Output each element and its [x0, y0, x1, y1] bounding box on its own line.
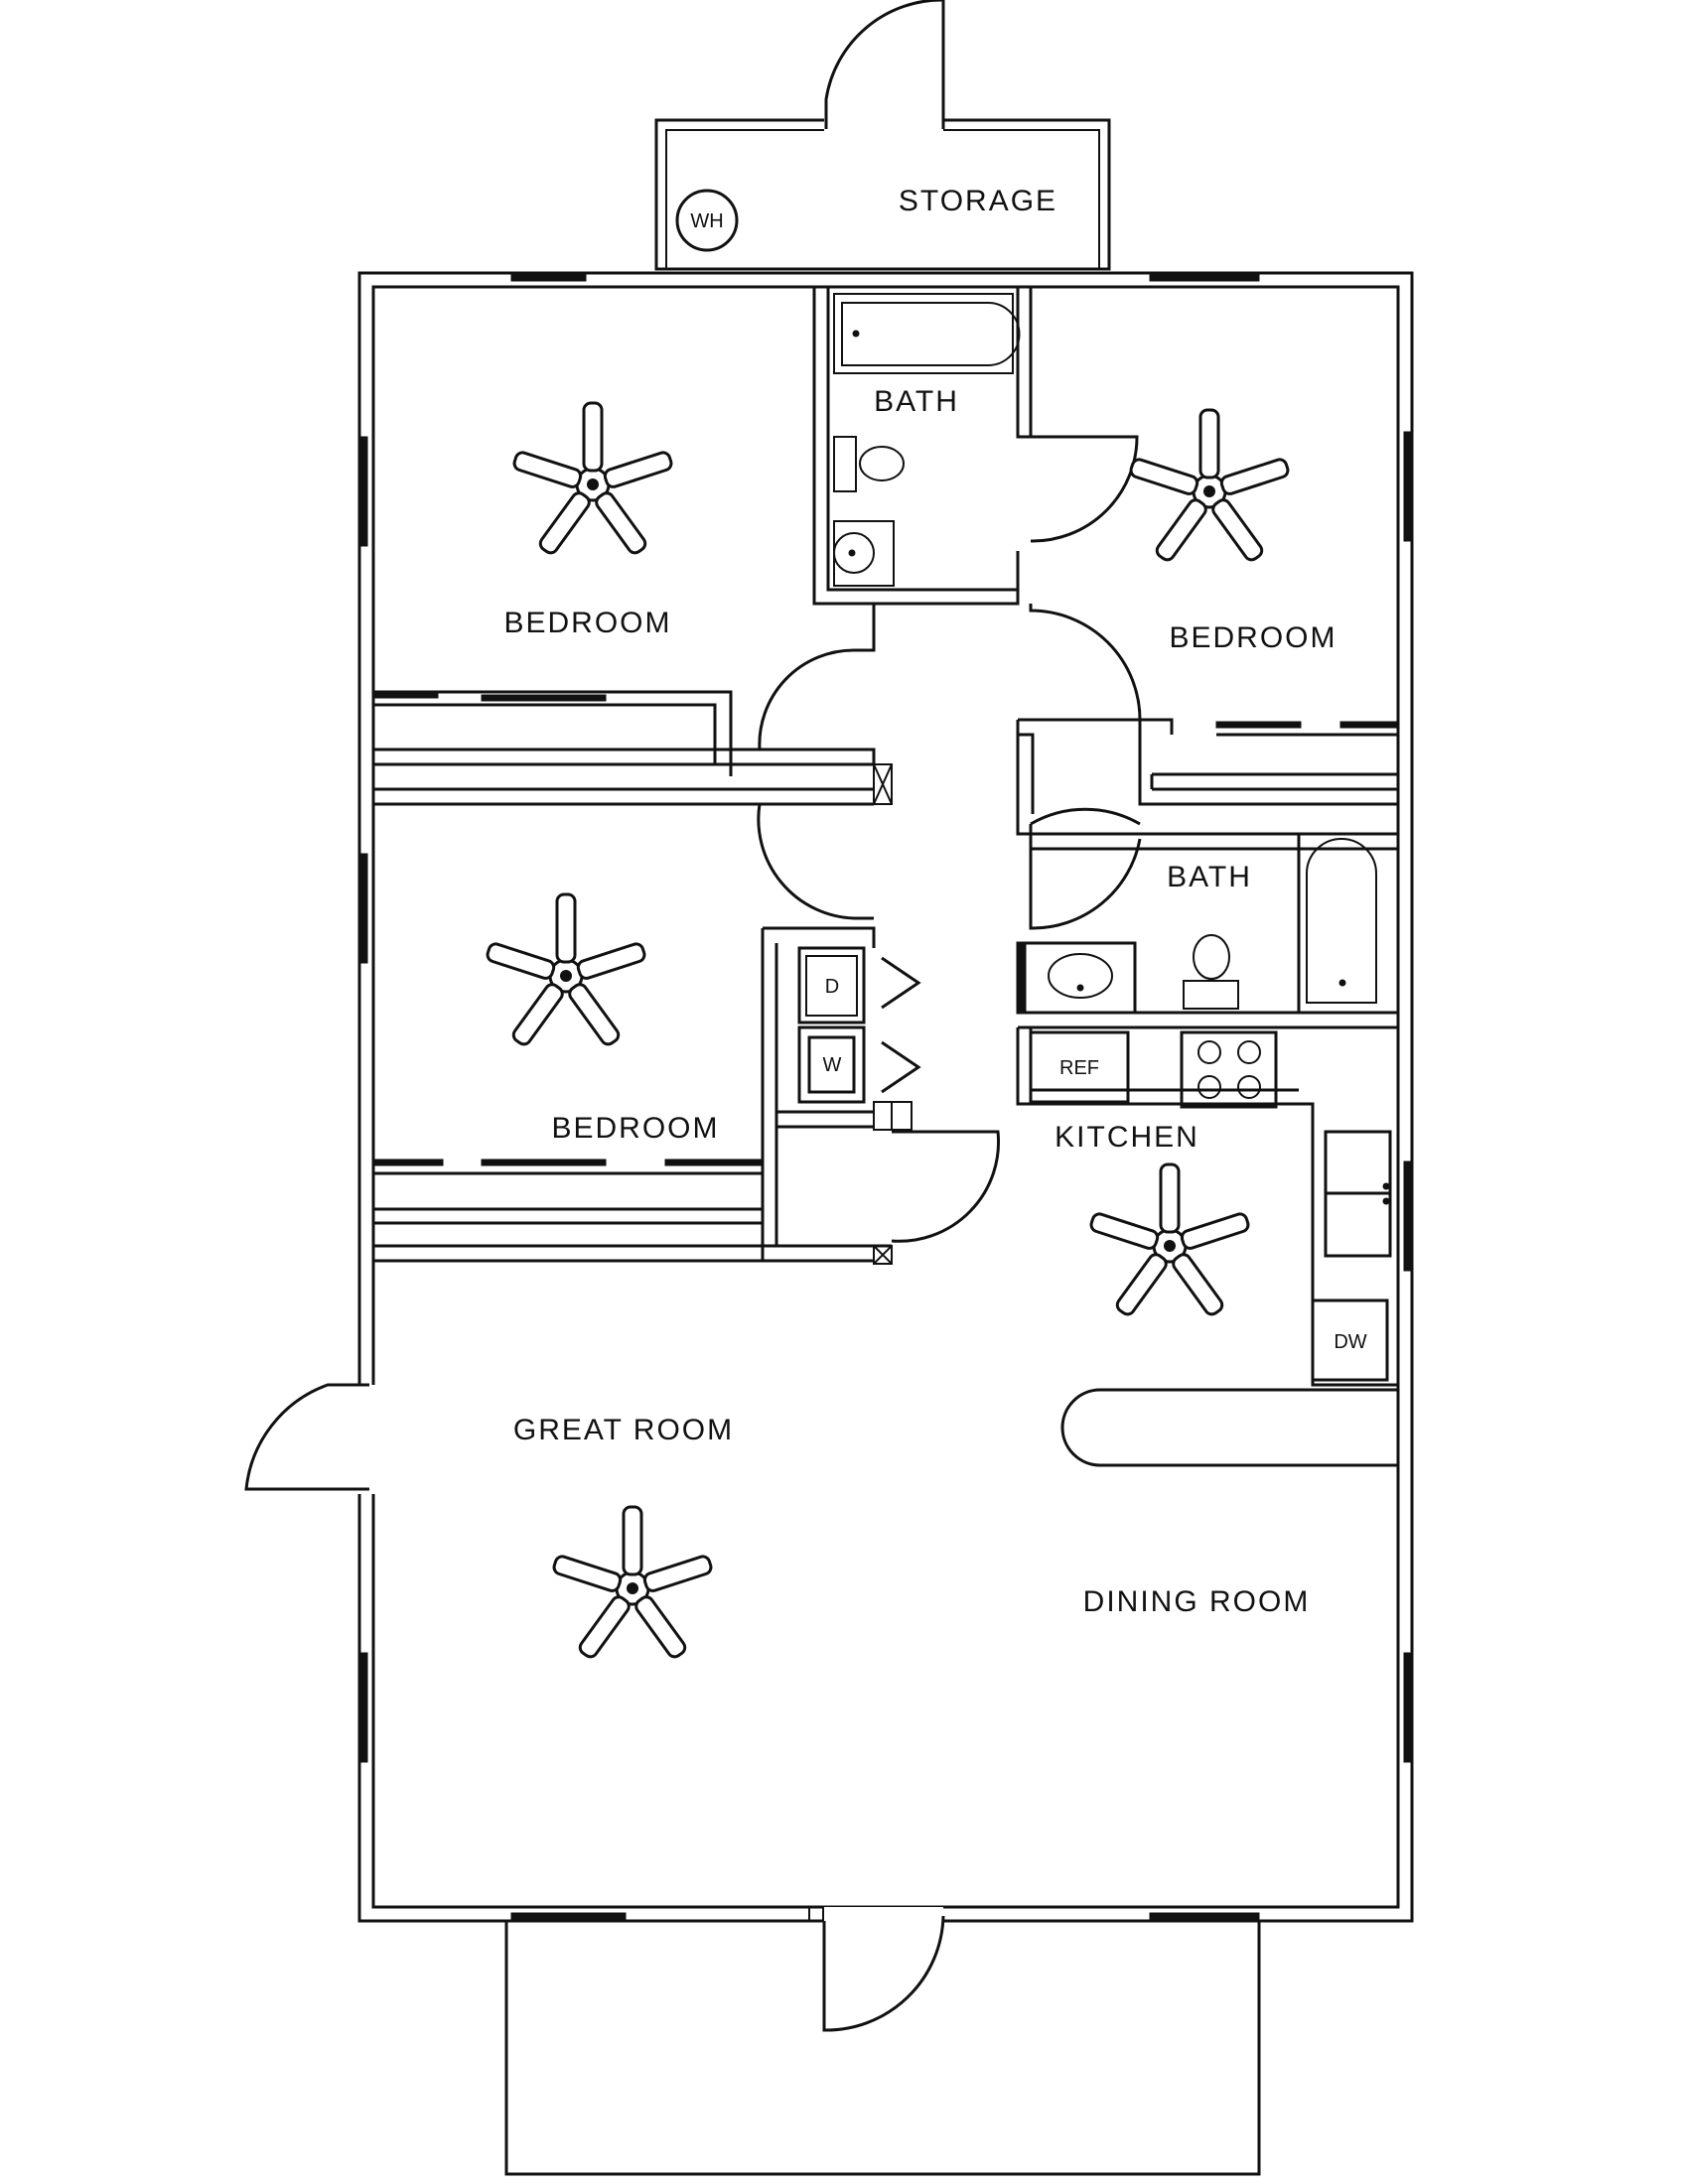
- closet-upper-right: [1016, 718, 1399, 836]
- kitchen-label: KITCHEN: [1055, 1121, 1199, 1154]
- storage-label: STORAGE: [899, 185, 1057, 217]
- laundry: D W: [761, 926, 1001, 1265]
- ceiling-fan-bedroom-upper-right: [1129, 410, 1290, 563]
- water-heater-label: WH: [690, 210, 723, 232]
- closet-upper-left: [372, 690, 876, 806]
- bedroom-upper-left-label: BEDROOM: [503, 607, 671, 639]
- dining-room-label: DINING ROOM: [1083, 1585, 1311, 1618]
- bedroom-lower-left-label: BEDROOM: [551, 1112, 719, 1145]
- hall-doors: [757, 604, 1142, 930]
- porch: [504, 1906, 1261, 2176]
- dishwasher-label: DW: [1334, 1331, 1366, 1353]
- great-room-label: GREAT ROOM: [513, 1414, 734, 1446]
- bath-lower-label: BATH: [1167, 861, 1252, 893]
- ceiling-fan-bedroom-lower-left: [486, 894, 646, 1047]
- ceiling-fan-great-room: [552, 1507, 713, 1660]
- bath-upper: BATH: [812, 287, 1139, 606]
- bedroom-upper-right-label: BEDROOM: [1169, 621, 1336, 654]
- bath-upper-label: BATH: [874, 385, 959, 418]
- refrigerator-label: REF: [1059, 1057, 1099, 1079]
- closet-lower-left: [372, 1159, 892, 1263]
- washer-label: W: [823, 1054, 842, 1076]
- bath-lower: BATH: [1016, 832, 1398, 1029]
- water-heater: WH: [675, 189, 739, 252]
- dryer-label: D: [825, 976, 839, 998]
- ceiling-fan-bedroom-upper-left: [512, 403, 673, 556]
- ceiling-fan-kitchen: [1089, 1164, 1250, 1317]
- entry-door-left: [244, 1383, 377, 1494]
- storage-room: WH STORAGE: [654, 0, 1111, 271]
- kitchen: REF DW KITCHEN: [1016, 1027, 1398, 1467]
